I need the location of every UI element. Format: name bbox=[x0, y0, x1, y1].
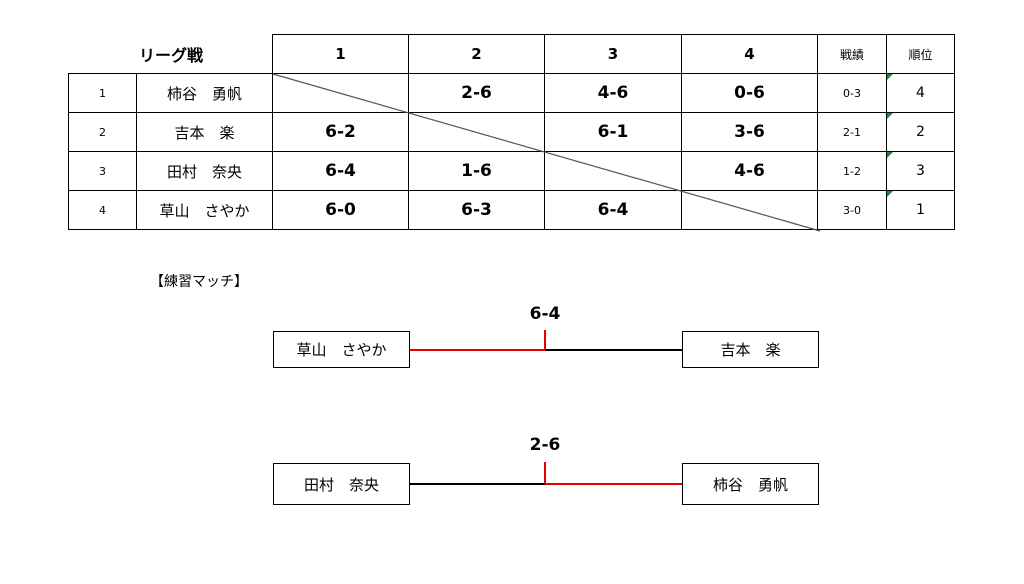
score-cell: 3-6 bbox=[681, 112, 818, 152]
record-cell: 3-0 bbox=[817, 190, 887, 230]
rank-cell: 1 bbox=[886, 190, 955, 230]
record-header: 戦績 bbox=[817, 34, 887, 74]
player-name: 草山 さやか bbox=[136, 190, 273, 230]
league-title: リーグ戦 bbox=[138, 46, 203, 65]
practice-title: 【練習マッチ】 bbox=[150, 274, 248, 290]
rank-cell: 3 bbox=[886, 151, 955, 191]
record-cell: 1-2 bbox=[817, 151, 887, 191]
rank-value: 1 bbox=[916, 202, 925, 218]
player-index: 1 bbox=[68, 73, 137, 113]
rank-cell: 2 bbox=[886, 112, 955, 152]
rank-value: 3 bbox=[916, 163, 925, 179]
match-1-left-player: 草山 さやか bbox=[273, 331, 410, 368]
score-cell: 4-6 bbox=[544, 73, 682, 113]
table-row: 2 吉本 楽 6-2 6-1 3-6 2-1 2 bbox=[68, 112, 955, 152]
score-cell: 6-2 bbox=[272, 112, 409, 152]
cell-indicator-icon bbox=[887, 152, 893, 158]
score-cell: 6-1 bbox=[544, 112, 682, 152]
rank-value: 4 bbox=[916, 85, 925, 101]
cell-indicator-icon bbox=[887, 191, 893, 197]
match-1-right-player: 吉本 楽 bbox=[682, 331, 819, 368]
table-row: 4 草山 さやか 6-0 6-3 6-4 3-0 1 bbox=[68, 190, 955, 230]
match-2-right-player: 柿谷 勇帆 bbox=[682, 463, 819, 505]
column-header-1: 1 bbox=[272, 34, 409, 74]
match-1-score: 6-4 bbox=[529, 304, 561, 324]
player-name: 吉本 楽 bbox=[136, 112, 273, 152]
rank-header: 順位 bbox=[886, 34, 955, 74]
player-name: 柿谷 勇帆 bbox=[136, 73, 273, 113]
league-table: 1 2 3 4 戦績 順位 1 柿谷 勇帆 2-6 4-6 0-6 0-3 4 … bbox=[68, 34, 955, 230]
record-cell: 0-3 bbox=[817, 73, 887, 113]
cell-indicator-icon bbox=[887, 113, 893, 119]
player-name: 田村 奈央 bbox=[136, 151, 273, 191]
header-row: 1 2 3 4 戦績 順位 bbox=[69, 34, 955, 74]
table-row: 3 田村 奈央 6-4 1-6 4-6 1-2 3 bbox=[68, 151, 955, 191]
score-cell: 6-4 bbox=[272, 151, 409, 191]
score-cell: 6-4 bbox=[544, 190, 682, 230]
match-2-score: 2-6 bbox=[529, 435, 561, 455]
rank-value: 2 bbox=[916, 124, 925, 140]
self-match-diagonal bbox=[272, 73, 821, 232]
match-2-left-player: 田村 奈央 bbox=[273, 463, 410, 505]
cell-indicator-icon bbox=[887, 74, 893, 80]
score-cell: 6-0 bbox=[272, 190, 409, 230]
